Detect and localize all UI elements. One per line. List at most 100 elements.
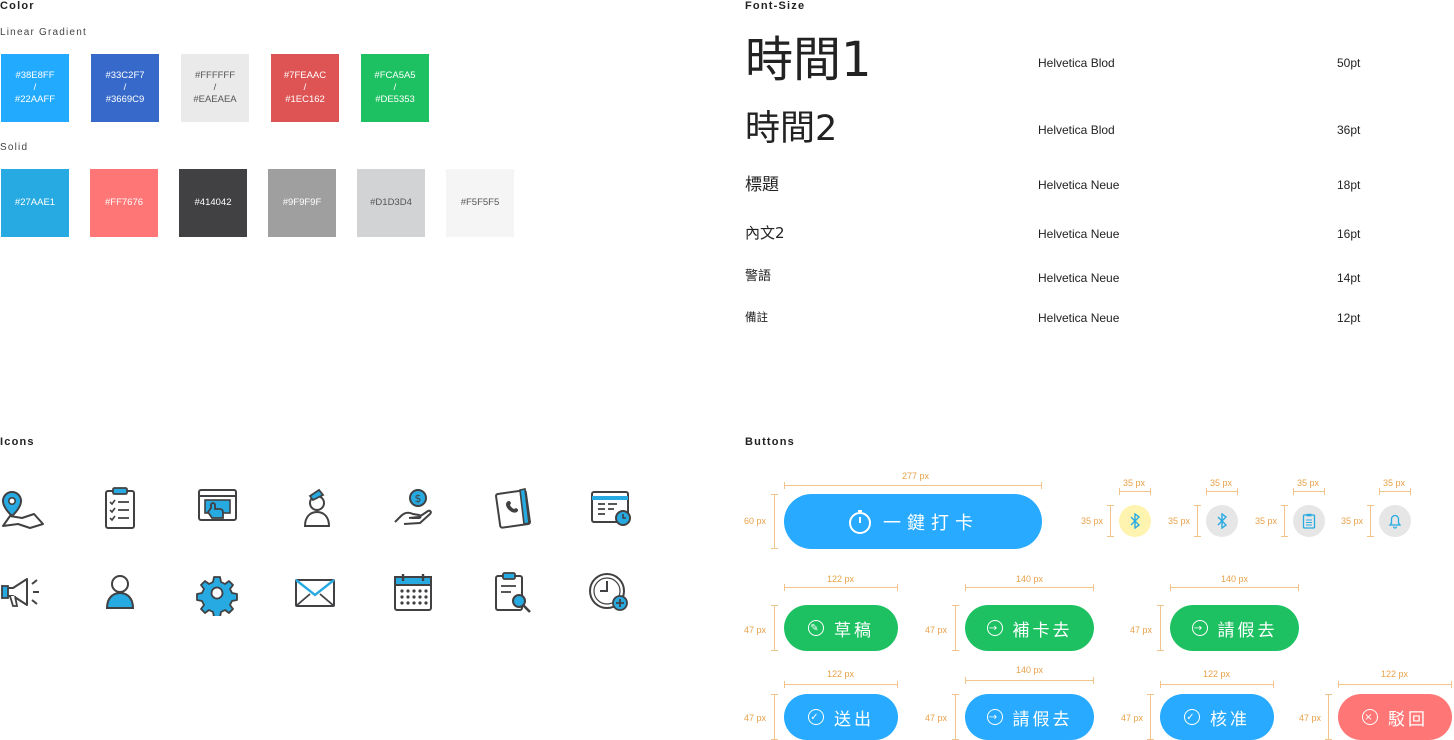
bluetooth-active-button[interactable] [1119, 505, 1151, 537]
width-label: 277 px [902, 471, 930, 481]
swatch-label: #F5F5F5 [460, 197, 500, 208]
width-guide [1119, 488, 1151, 495]
font-sample: 時間2 [745, 109, 838, 149]
leave-request-blue-button[interactable]: → 請假去 [965, 694, 1094, 740]
approve-button[interactable]: ✓ 核准 [1160, 694, 1274, 740]
height-guide [1194, 505, 1201, 537]
height-label: 35 px [1255, 516, 1278, 526]
solid-swatch: #27AAE1 [1, 169, 69, 237]
user-icon [97, 570, 143, 616]
envelope-icon [292, 570, 338, 616]
width-guide [1160, 681, 1274, 688]
height-label: 47 px [744, 713, 767, 723]
check-circle-icon: ✓ [1184, 709, 1200, 725]
gradient-swatch: #7FEAAC / #1EC162 [271, 54, 339, 122]
swatch-label: #D1D3D4 [370, 197, 412, 208]
width-label: 122 px [1203, 669, 1231, 679]
bluetooth-button[interactable] [1206, 505, 1238, 537]
swatch-label: #1EC162 [285, 94, 325, 105]
font-sample: 時間1 [745, 32, 872, 88]
hand-coin-icon: $ [391, 486, 437, 532]
color-section-title: Color [0, 0, 35, 12]
height-guide [952, 694, 959, 740]
bluetooth-icon [1128, 513, 1142, 529]
height-guide [771, 605, 778, 651]
font-size-value: 12pt [1337, 311, 1361, 325]
width-label: 122 px [1381, 669, 1409, 679]
svg-text:$: $ [415, 492, 422, 505]
width-label: 140 px [1016, 665, 1044, 675]
bell-icon [1387, 513, 1403, 529]
draft-label: 草稿 [834, 620, 874, 641]
punch-card-label: 補卡去 [1012, 620, 1073, 641]
gradient-swatch: #FCA5A5 / #DE5353 [361, 54, 429, 122]
font-name: Helvetica Neue [1038, 311, 1120, 325]
font-sample: 內文2 [745, 224, 785, 242]
leave-request-button[interactable]: → 請假去 [1170, 605, 1299, 651]
font-size-value: 36pt [1337, 123, 1361, 137]
font-size-value: 50pt [1337, 56, 1361, 70]
notification-button[interactable] [1379, 505, 1411, 537]
clock-in-label: 一鍵打卡 [883, 512, 979, 534]
height-label: 47 px [1130, 625, 1153, 635]
reject-label: 駁回 [1388, 709, 1428, 730]
font-size-section-title: Font-Size [745, 0, 806, 12]
font-size-value: 16pt [1337, 227, 1361, 241]
height-guide [1367, 505, 1374, 537]
swatch-label: #FCA5A5 [374, 70, 416, 81]
width-guide [1379, 488, 1411, 495]
swatch-label: #27AAE1 [14, 197, 56, 208]
swatch-label: #FFFFFF [194, 70, 236, 81]
width-label: 122 px [827, 669, 855, 679]
swatch-label: #38E8FF [15, 70, 55, 81]
clock-in-button[interactable]: 一鍵打卡 [784, 494, 1042, 549]
height-guide [952, 605, 959, 651]
width-guide [965, 584, 1094, 591]
swatch-label: #DE5353 [375, 94, 415, 105]
swatch-label: #9F9F9F [282, 197, 322, 208]
clipboard-button[interactable] [1293, 505, 1325, 537]
clipboard-checklist-icon [97, 486, 143, 532]
font-sample: 備註 [745, 310, 768, 324]
clipboard-icon [1302, 513, 1316, 529]
linear-gradient-title: Linear Gradient [0, 27, 87, 38]
submit-button[interactable]: ✓ 送出 [784, 694, 898, 740]
font-size-value: 14pt [1337, 271, 1361, 285]
height-label: 47 px [744, 625, 767, 635]
arrow-right-circle-icon: → [1191, 620, 1208, 636]
width-guide [784, 584, 898, 591]
height-label: 47 px [1121, 713, 1144, 723]
height-guide [1147, 694, 1154, 740]
font-size-value: 18pt [1337, 178, 1361, 192]
punch-card-button[interactable]: → 補卡去 [965, 605, 1094, 651]
gear-icon [194, 570, 240, 616]
clock-plus-icon [586, 570, 632, 616]
submit-label: 送出 [834, 709, 874, 730]
clipboard-search-icon [490, 570, 536, 616]
user-nurse-icon [294, 486, 340, 532]
swatch-separator: / [33, 82, 37, 93]
width-guide [1206, 488, 1238, 495]
height-guide [1281, 505, 1288, 537]
height-guide [1325, 694, 1332, 740]
phone-book-icon [490, 486, 536, 532]
width-label: 35 px [1123, 478, 1146, 488]
height-guide [771, 694, 778, 740]
arrow-right-circle-icon: → [986, 709, 1003, 725]
height-label: 60 px [744, 516, 767, 526]
solid-swatch: #FF7676 [90, 169, 158, 237]
width-label: 140 px [1221, 574, 1249, 584]
swatch-label: #7FEAAC [283, 70, 327, 81]
font-sample: 警語 [745, 269, 772, 284]
swatch-label: #22AAFF [14, 94, 56, 105]
megaphone-icon [0, 570, 46, 616]
gradient-swatch: #FFFFFF / #EAEAEA [181, 54, 249, 122]
solid-swatch: #414042 [179, 169, 247, 237]
paperclip-icon: ✎ [808, 620, 824, 636]
swatch-label: #33C2F7 [105, 70, 145, 81]
height-label: 35 px [1341, 516, 1364, 526]
reject-button[interactable]: × 駁回 [1338, 694, 1452, 740]
draft-button[interactable]: ✎ 草稿 [784, 605, 898, 651]
width-label: 140 px [1016, 574, 1044, 584]
height-label: 35 px [1081, 516, 1104, 526]
